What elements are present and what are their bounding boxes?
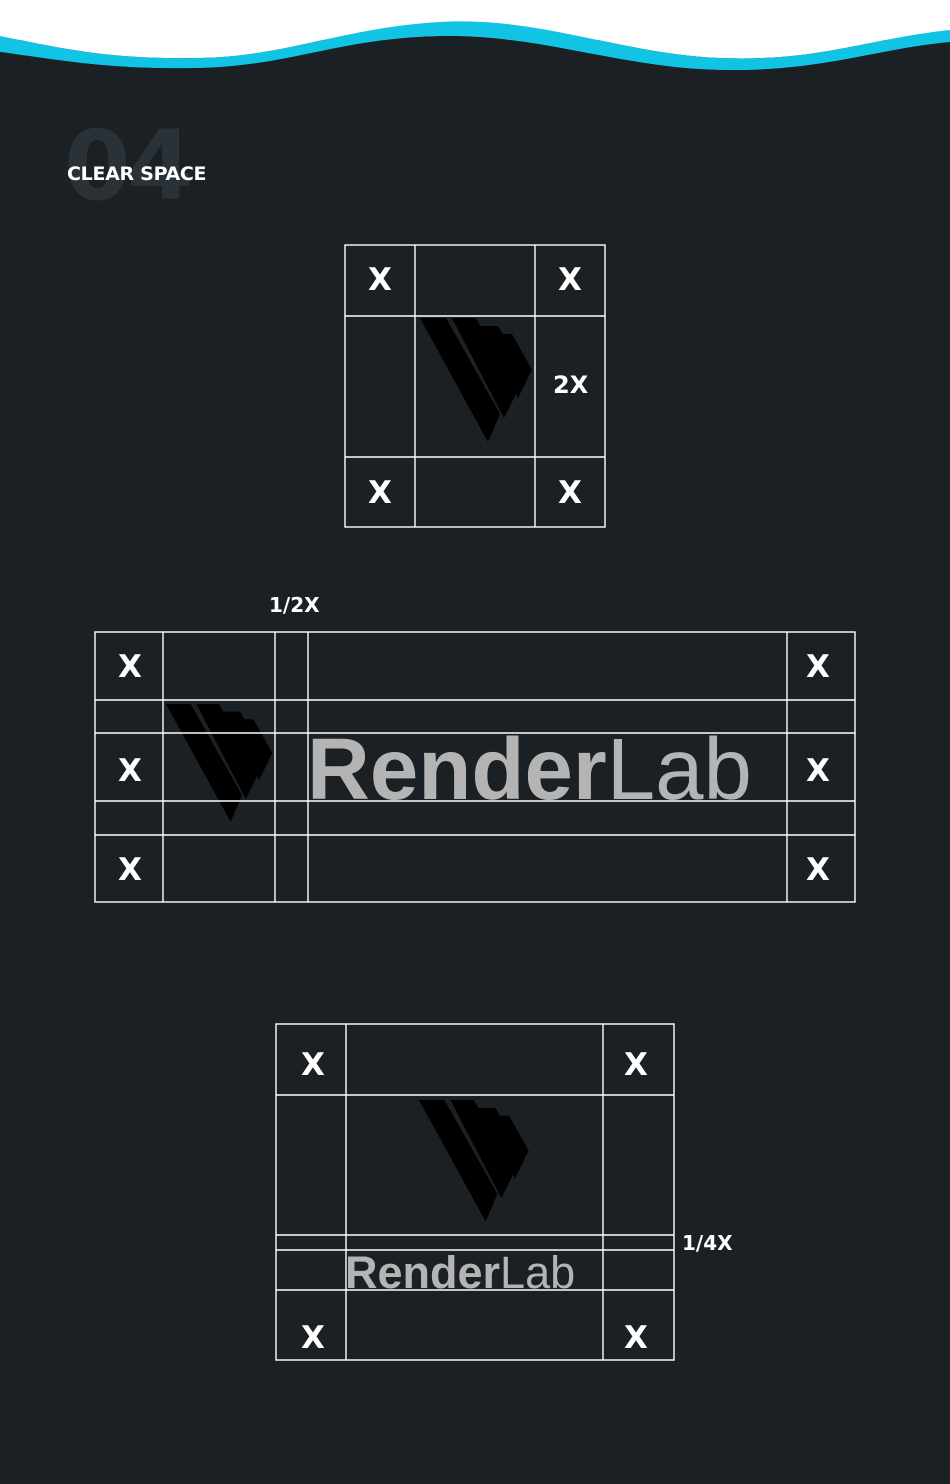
horizontal-grid: [94, 631, 856, 903]
section-title: CLEAR SPACE: [67, 163, 207, 185]
wave-header: [0, 0, 950, 80]
gap-measure-label: 1/2X: [269, 593, 320, 617]
icon-grid: [344, 244, 606, 528]
corner-x-label: X: [118, 649, 142, 685]
horizontal-lockup-diagram: 1/2X RenderLab X X X X X X: [94, 593, 856, 903]
side-x-label: X: [806, 753, 830, 789]
corner-x-label: X: [806, 649, 830, 685]
vertical-grid: [275, 1023, 675, 1361]
corner-x-label: X: [301, 1047, 325, 1083]
corner-x-label: X: [624, 1047, 648, 1083]
side-measure-label: 2X: [553, 371, 589, 399]
gap-measure-label: 1/4X: [682, 1231, 733, 1255]
wave-accent: [0, 21, 950, 71]
corner-x-label: X: [624, 1320, 648, 1356]
dark-background: [0, 40, 950, 1484]
section-number: 04: [64, 110, 194, 222]
corner-x-label: X: [118, 852, 142, 888]
corner-x-label: X: [558, 475, 582, 511]
logomark-icon: [166, 704, 273, 822]
corner-x-label: X: [806, 852, 830, 888]
wordmark-render: Render: [307, 721, 607, 818]
icon-clear-space-diagram: X X X X 2X: [344, 244, 606, 528]
corner-x-label: X: [301, 1320, 325, 1356]
vertical-lockup-diagram: RenderLab X X X X 1/4X: [275, 1023, 733, 1361]
corner-x-label: X: [558, 262, 582, 298]
wordmark-lab: Lab: [607, 721, 752, 818]
logomark-icon: [420, 318, 532, 442]
logomark-icon: [419, 1100, 529, 1222]
wordmark: RenderLab: [307, 721, 752, 818]
side-x-label: X: [118, 753, 142, 789]
corner-x-label: X: [368, 475, 392, 511]
corner-x-label: X: [368, 262, 392, 298]
